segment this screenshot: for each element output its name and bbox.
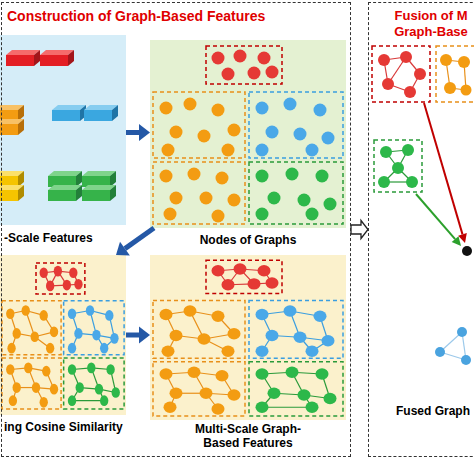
fusion-graphs-part-part <box>461 355 471 365</box>
orange-block-part <box>18 119 24 135</box>
fusion-graphs-part <box>416 194 455 239</box>
fusion-graphs-part <box>452 236 461 246</box>
fusion-graphs-part <box>378 144 418 188</box>
green-block-part <box>82 190 110 201</box>
yellow-block-part <box>18 171 24 187</box>
graph-features-panel: Multi-Scale Graph-Based Features <box>150 255 346 420</box>
fusion-graphs-part <box>436 46 474 102</box>
hollow-arrow <box>351 221 368 239</box>
fusion-graphs-part <box>424 103 463 234</box>
graph-nodes-only <box>153 46 343 224</box>
feature-panel: -Scale Features <box>0 35 126 225</box>
fusion-graphs-part <box>374 140 422 192</box>
green-block <box>48 171 116 201</box>
green-block-part <box>110 185 116 201</box>
blue-block <box>52 105 118 121</box>
panel-label: -Scale Features <box>4 231 144 245</box>
fusion-graphs-part <box>462 246 472 256</box>
fusion-graphs-part <box>440 54 472 96</box>
arrow-head <box>139 124 150 141</box>
nodes-panel: Nodes of Graphs <box>150 40 346 228</box>
red-block-part <box>6 55 34 66</box>
flow-arrow <box>126 130 139 135</box>
fusion-graphs <box>372 46 474 365</box>
red-block <box>6 50 74 66</box>
cosine-graphs-part <box>2 263 124 409</box>
yellow-block-part <box>18 185 24 201</box>
arrow-head <box>116 242 130 256</box>
panel-title: Construction of Graph-Based Features <box>7 8 345 25</box>
fusion-graphs-part-part <box>414 68 426 80</box>
fusion-graphs-part-part <box>378 176 390 188</box>
green-block-part <box>76 185 82 201</box>
fusion-graphs-part-part <box>392 162 404 174</box>
panel-grounds-part <box>150 40 346 228</box>
orange-block-part <box>18 105 24 121</box>
green-block-part <box>110 171 116 187</box>
similarity-panel: ing Cosine Similarity <box>0 255 126 415</box>
blue-block-part <box>112 105 118 121</box>
orange-block-part <box>0 124 18 135</box>
fusion-graphs-part <box>378 51 426 98</box>
fusion-graphs-part-part <box>457 327 467 337</box>
panel-label: Multi-Scale Graph-Based Features <box>181 422 315 451</box>
fusion-graphs-part-part <box>402 144 414 156</box>
green-block-part <box>76 171 82 187</box>
blue-block-part <box>84 110 112 121</box>
fusion-graphs-part-part <box>400 51 412 63</box>
red-block-part <box>34 50 40 66</box>
fusion-graphs-part-part <box>461 85 472 96</box>
feature-blocks <box>0 50 118 201</box>
fusion-graphs-part <box>372 46 430 102</box>
cosine-graphs <box>2 263 124 409</box>
construction-panel: Construction of Graph-Based Features -Sca… <box>1 2 351 457</box>
panel-grounds-part <box>150 255 346 420</box>
fusion-graphs-part-part <box>440 54 452 66</box>
green-block-part <box>48 190 76 201</box>
fusion-graphs-part-part <box>378 54 390 66</box>
yellow-block-part <box>0 190 18 201</box>
fusion-graphs-part-part <box>435 347 445 357</box>
panel-title: Fusion of M Graph-Base <box>391 8 471 39</box>
fusion-graphs-part-part <box>406 176 418 188</box>
multi-scale-graphs <box>153 260 343 416</box>
panel-label: Nodes of Graphs <box>150 233 346 247</box>
orange-block <box>0 105 24 135</box>
arrow-head <box>139 327 150 344</box>
fusion-graphs-part-part <box>458 56 470 68</box>
red-block-part <box>68 50 74 66</box>
blue-block-part <box>52 110 80 121</box>
fusion-graphs-part <box>435 327 471 365</box>
fusion-panel: Fusion of M Graph-Base <box>368 2 474 457</box>
red-block-part <box>40 55 68 66</box>
caption-label: Fused Graph <box>396 404 472 418</box>
flow-arrow <box>126 333 139 338</box>
panel-grounds-part <box>0 255 126 415</box>
panel-grounds-part <box>0 35 126 225</box>
multi-scale-graphs-part <box>153 260 343 416</box>
fusion-graphs-part-part <box>444 82 456 94</box>
fusion-graphs-part-part <box>404 86 416 98</box>
flow-arrow <box>125 228 154 249</box>
panel-grounds <box>0 35 346 420</box>
fusion-graphs-part-part <box>380 146 392 158</box>
yellow-block <box>0 171 24 201</box>
panel-label: ing Cosine Similarity <box>4 420 176 434</box>
fusion-graphs-part-part <box>382 78 394 90</box>
